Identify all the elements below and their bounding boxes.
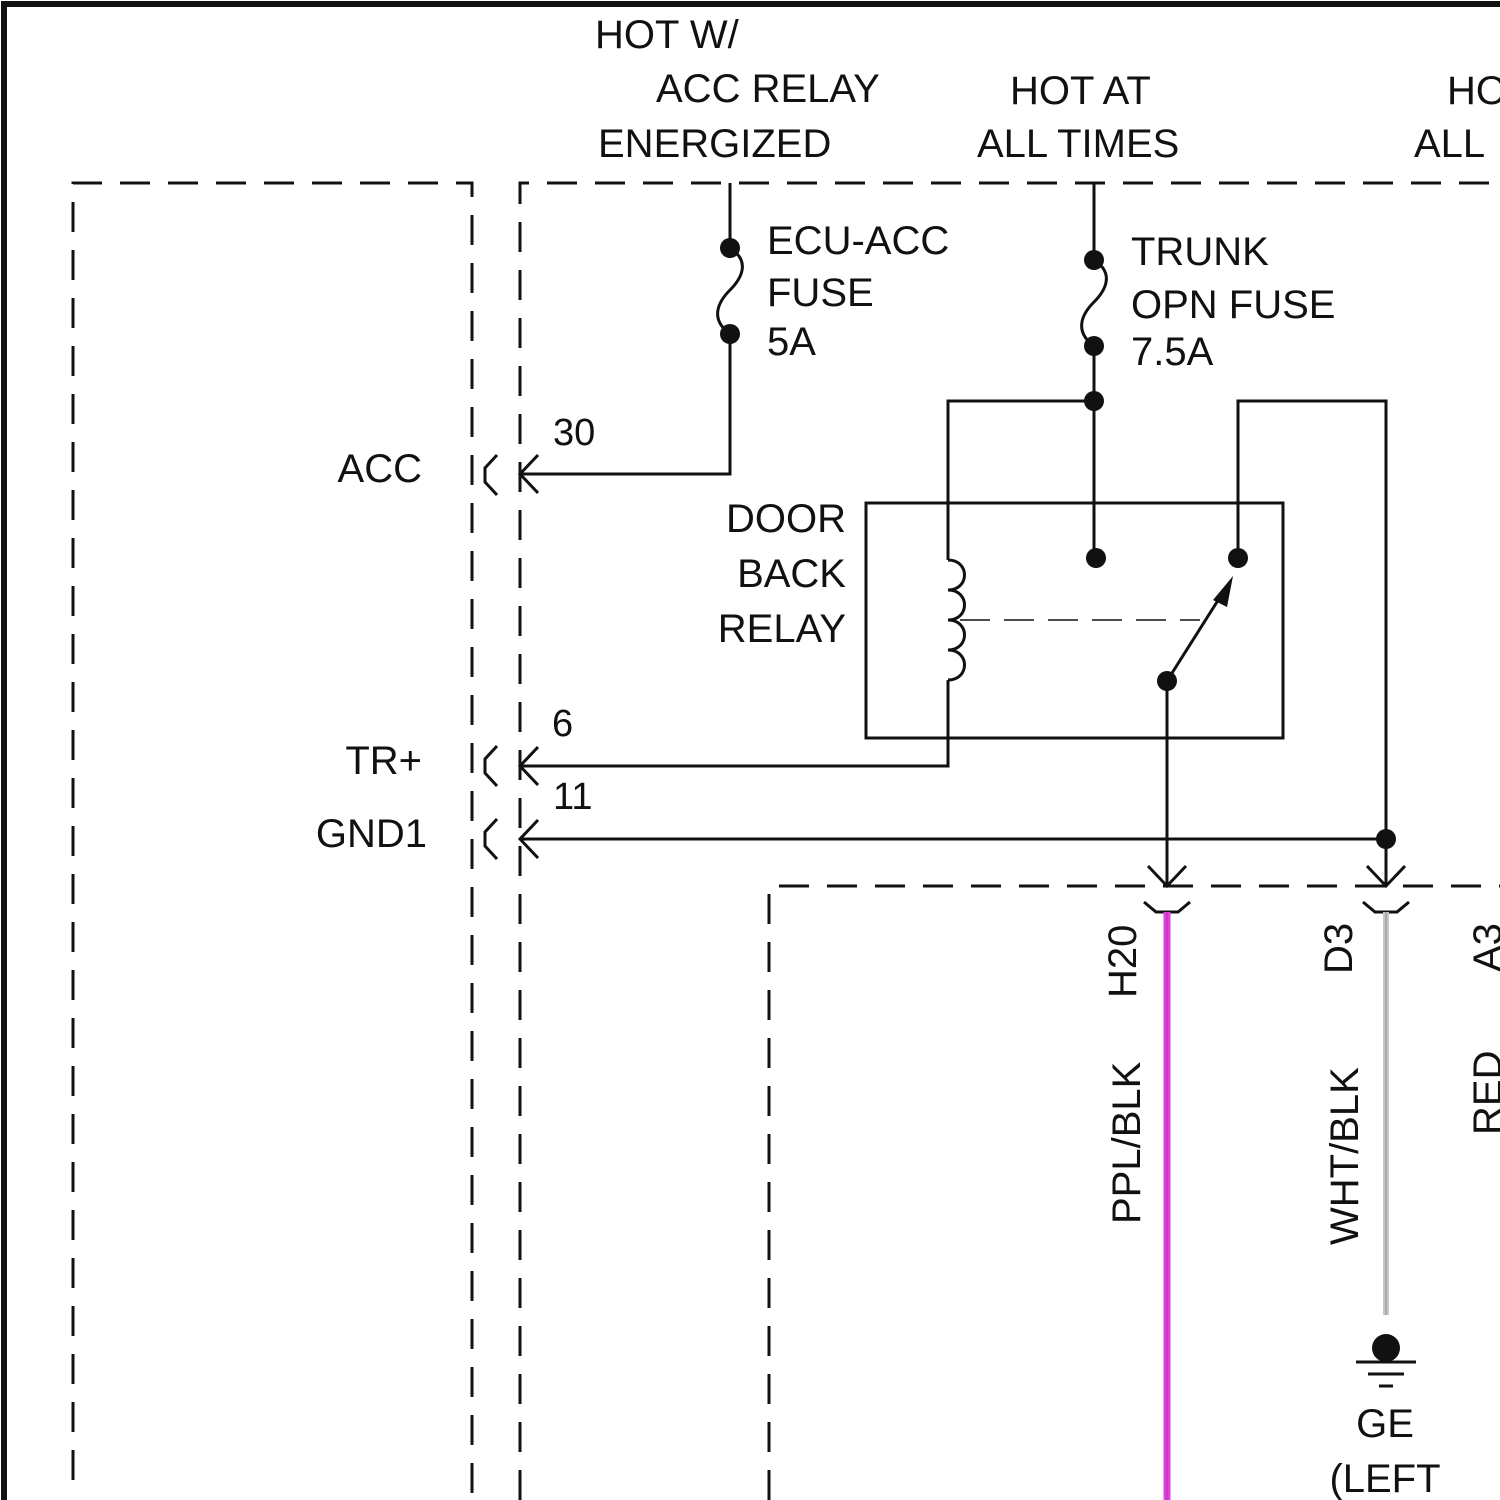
fuse-terminal-dot xyxy=(720,238,740,258)
pin-number-gnd1: 11 xyxy=(553,776,592,818)
ground-point-dot xyxy=(1372,1334,1400,1362)
relay-label-line1: DOOR xyxy=(726,497,846,541)
ecu-acc-fuse-symbol xyxy=(718,248,743,334)
trunk-fuse-symbol xyxy=(1082,260,1107,346)
ecu-acc-fuse-rating: 5A xyxy=(767,320,816,364)
hot-partial-line1: HO xyxy=(1447,69,1500,113)
trunk-fuse-line2: OPN FUSE xyxy=(1131,283,1335,327)
tr-plus-wire xyxy=(522,680,948,766)
relay-contact-dot xyxy=(1086,548,1106,568)
ecu-acc-fuse-line1: ECU-ACC xyxy=(767,219,949,263)
fuse-terminal-dot xyxy=(720,324,740,344)
tr-plus-pin-socket xyxy=(485,746,497,786)
acc-relay-source-line3: ENERGIZED xyxy=(598,122,831,166)
fuse-terminal-dot xyxy=(1084,336,1104,356)
terminal-acc-label: ACC xyxy=(338,447,422,491)
outer-frame xyxy=(4,4,1500,1500)
connector-h20-label: H20 xyxy=(1101,925,1145,998)
trunk-fuse-rating: 7.5A xyxy=(1131,330,1214,374)
coil-supply-wire xyxy=(948,401,1094,560)
wire-wht-blk-label: WHT/BLK xyxy=(1323,1067,1367,1245)
acc-pin-socket xyxy=(485,455,497,495)
hot-partial-line2: ALL xyxy=(1414,122,1485,166)
d3-socket xyxy=(1363,902,1409,912)
connector-d3-label: D3 xyxy=(1317,923,1361,974)
hot-all-times-line2: ALL TIMES xyxy=(977,122,1179,166)
relay-contact-dot xyxy=(1228,548,1248,568)
pin-number-tr-plus: 6 xyxy=(552,703,573,745)
ground-symbol xyxy=(1356,1334,1416,1386)
dashed-boundaries xyxy=(73,183,1500,1500)
bottom-connectors xyxy=(1144,866,1409,912)
junction-dots xyxy=(720,238,1396,849)
ground-label-line2: (LEFT xyxy=(1329,1457,1440,1500)
relay-label-line3: RELAY xyxy=(718,607,846,651)
wire-red-label: RED xyxy=(1466,1051,1500,1135)
splice-dot xyxy=(1376,829,1396,849)
terminal-tr-plus-label: TR+ xyxy=(345,739,422,783)
acc-relay-source-line2: ACC RELAY xyxy=(656,67,880,111)
ground-label-line1: GE xyxy=(1356,1402,1414,1446)
relay-switch-arm xyxy=(1167,594,1222,681)
trunk-fuse-line1: TRUNK xyxy=(1131,230,1269,274)
connector-pins xyxy=(485,455,538,859)
switch-return-wire xyxy=(1238,401,1386,886)
relay-label-line2: BACK xyxy=(737,552,846,596)
junction-block-boundary xyxy=(520,183,1500,1500)
fuse-terminal-dot xyxy=(1084,250,1104,270)
connector-a3-label: A3 xyxy=(1466,923,1500,972)
gnd1-pin-socket xyxy=(485,819,497,859)
splice-dot xyxy=(1084,391,1104,411)
h20-socket xyxy=(1144,902,1190,912)
hot-all-times-line1: HOT AT xyxy=(1010,69,1151,113)
pin-number-acc: 30 xyxy=(553,412,595,454)
terminal-gnd1-label: GND1 xyxy=(316,812,427,856)
ecu-acc-fuse-line2: FUSE xyxy=(767,271,874,315)
acc-relay-source-line1: HOT W/ xyxy=(595,13,740,57)
relay-pole-dot xyxy=(1157,671,1177,691)
wire-ppl-blk-label: PPL/BLK xyxy=(1105,1061,1149,1224)
